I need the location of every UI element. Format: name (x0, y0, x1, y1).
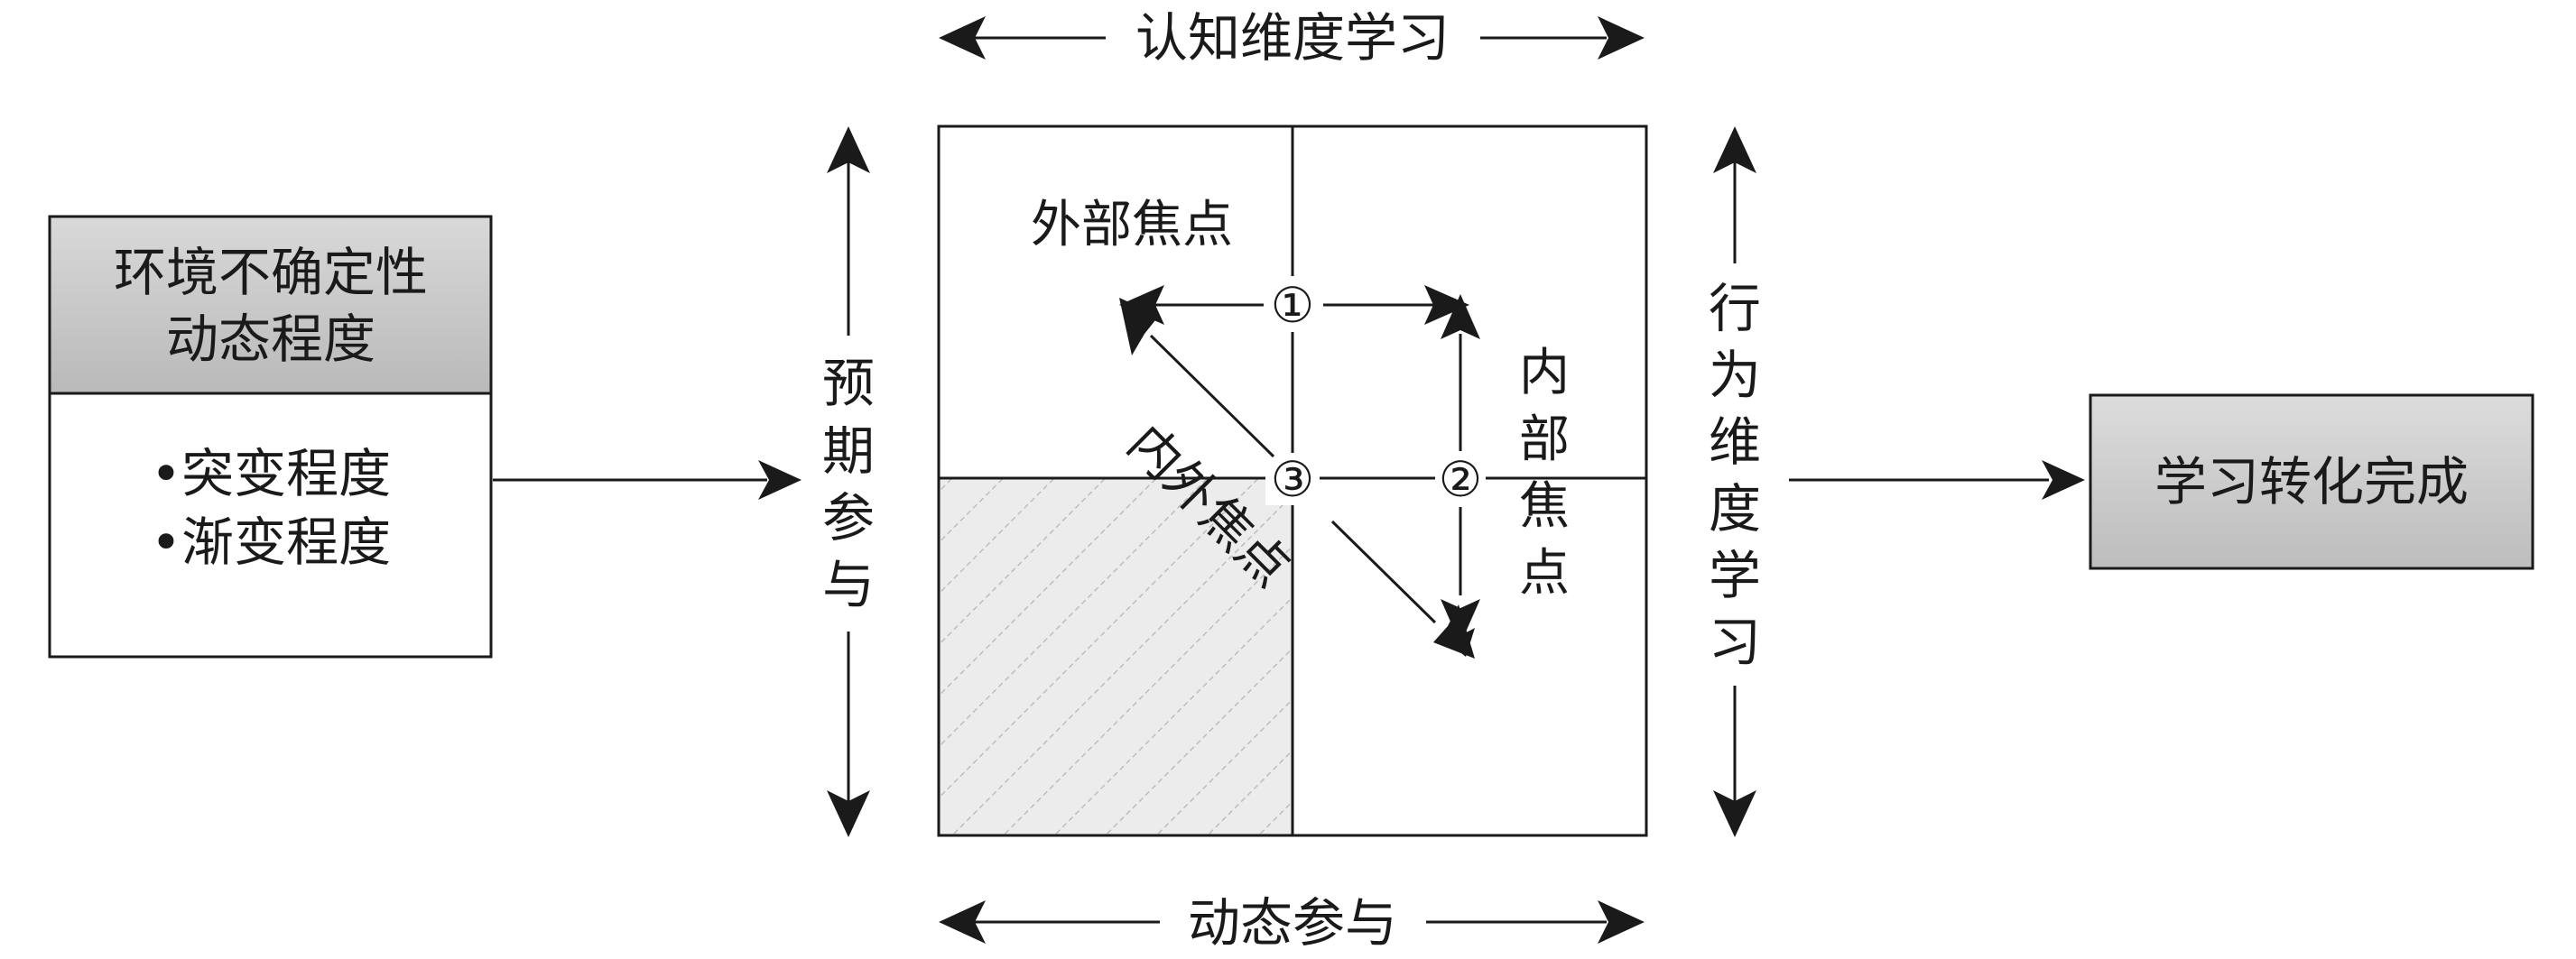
environment-box-body (48, 392, 493, 659)
marker-3: ③ (1271, 451, 1314, 508)
focus-arrows (1119, 285, 1480, 659)
internal-focus-char-1: 内 (1519, 344, 1570, 402)
internal-focus-char-3: 焦 (1519, 477, 1570, 536)
axis-right-char-3: 维 (1709, 411, 1761, 473)
axis-right-char-2: 为 (1709, 345, 1761, 406)
axis-left-char-2: 期 (822, 420, 875, 482)
axis-right-char-1: 行 (1709, 278, 1761, 339)
environment-uncertainty-box: 环境不确定性 动态程度 •突变程度 •渐变程度 (48, 215, 493, 659)
environment-box-title-line1: 环境不确定性 (114, 242, 428, 303)
axis-top-label: 认知维度学习 (1135, 7, 1450, 69)
axis-right-char-5: 学 (1709, 545, 1761, 606)
learning-transfer-box-bg (2089, 393, 2534, 570)
learning-transfer-label: 学习转化完成 (2154, 451, 2469, 512)
anticipatory-engagement-axis: 预 期 参 与 (822, 126, 875, 837)
learning-transfer-box: 学习转化完成 (2089, 393, 2534, 570)
marker-2: ② (1439, 451, 1482, 508)
axis-right-char-4: 度 (1709, 478, 1761, 539)
axis-left-char-3: 参 (822, 487, 875, 549)
input-arrow (493, 460, 802, 500)
axis-left-char-1: 预 (822, 353, 875, 414)
output-arrow (1789, 460, 2085, 500)
hatched-quadrant (939, 478, 1293, 835)
internal-focus-char-4: 点 (1519, 544, 1570, 603)
marker-1: ① (1271, 277, 1314, 334)
external-focus-label: 外部焦点 (1031, 196, 1233, 254)
environment-box-item-gradual: •渐变程度 (151, 512, 391, 573)
environment-box-header-bg (48, 215, 493, 395)
environment-box-title-line2: 动态程度 (166, 309, 375, 370)
dynamic-engagement-axis: 动态参与 (939, 892, 1645, 954)
internal-focus-char-2: 部 (1519, 410, 1570, 469)
axis-right-char-6: 习 (1709, 612, 1761, 673)
behavioral-dimension-learning-axis: 行 为 维 度 学 习 (1709, 126, 1761, 837)
axis-bottom-label: 动态参与 (1188, 892, 1397, 954)
cognitive-dimension-learning-axis: 认知维度学习 (939, 7, 1645, 69)
focus-matrix: ① ③ ② 外部焦点 内 部 焦 点 内外焦点 (937, 124, 1648, 837)
environment-box-item-abrupt: •突变程度 (151, 443, 391, 504)
axis-left-char-4: 与 (822, 554, 875, 615)
